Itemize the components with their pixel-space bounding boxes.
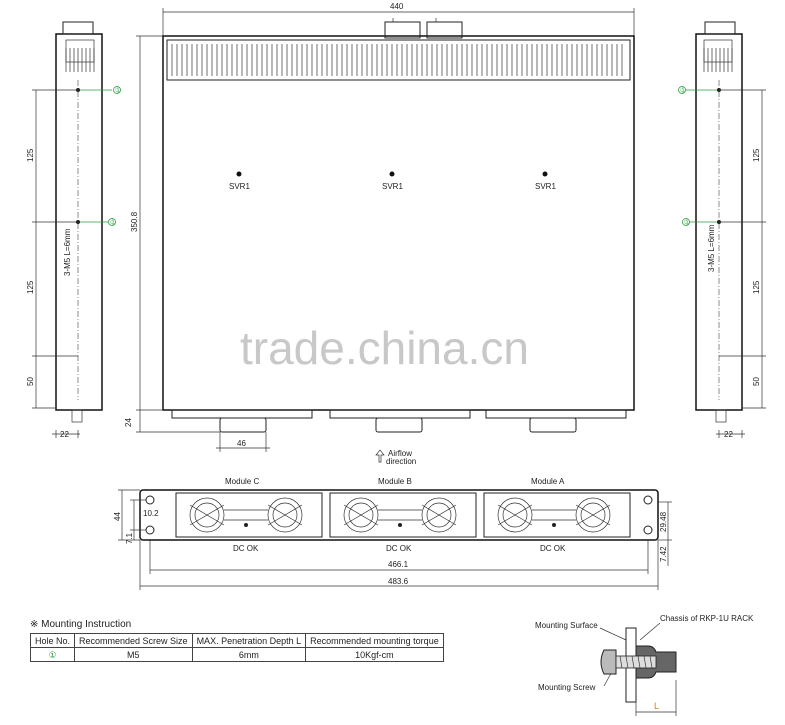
dim-466-1-front: 466.1 xyxy=(388,560,409,569)
dim-22-right: 22 xyxy=(724,430,733,439)
dim-125-right-bottom: 125 xyxy=(752,280,761,294)
dc-ok-label-b: DC OK xyxy=(386,544,412,553)
dc-ok-label-c: DC OK xyxy=(233,544,259,553)
hole-marker-right-2: ① xyxy=(684,219,690,227)
screw-note-right: 3-M5 L=6mm xyxy=(707,224,716,272)
mounting-instruction-title: ※ Mounting Instruction xyxy=(30,619,132,630)
dim-350-8-depth: 350.8 xyxy=(130,211,139,232)
detail-mounting-screw: Mounting Screw xyxy=(538,683,596,692)
mounting-detail: Mounting Surface Chassis of RKP-1U RACK … xyxy=(535,614,754,716)
detail-chassis: Chassis of RKP-1U RACK xyxy=(660,614,754,623)
left-side-view: ① ① 125 125 50 3-M5 L=6mm 22 xyxy=(26,21,121,439)
table-cell-torque: 10Kgf-cm xyxy=(305,647,444,662)
dim-10-2-front: 10.2 xyxy=(143,509,159,518)
dim-483-6-front: 483.6 xyxy=(388,577,409,586)
table-header-row: Hole No. Recommended Screw Size MAX. Pen… xyxy=(29,633,444,648)
svr-label-a: SVR1 xyxy=(535,182,556,191)
table-cell-screw: M5 xyxy=(74,647,193,662)
table-header-cell: Recommended mounting torque xyxy=(305,633,444,648)
dim-440-width: 440 xyxy=(390,2,404,11)
svr-label-b: SVR1 xyxy=(382,182,403,191)
right-side-view: ① ① 125 125 50 3-M5 L=6mm 22 xyxy=(678,21,766,439)
dim-125-right-top: 125 xyxy=(752,148,761,162)
screw-note-left: 3-M5 L=6mm xyxy=(63,228,72,276)
dim-7-42-front: 7.42 xyxy=(659,546,668,562)
detail-l-label: L xyxy=(654,701,659,711)
svr-label-c: SVR1 xyxy=(229,182,250,191)
table-header-cell: MAX. Penetration Depth L xyxy=(191,633,307,648)
dim-7-1-front: 7.1 xyxy=(125,532,134,544)
dim-50-right: 50 xyxy=(752,377,761,386)
table-header-cell: Hole No. xyxy=(29,633,76,648)
dim-125-left-top: 125 xyxy=(26,148,35,162)
module-a-label: Module A xyxy=(531,477,565,486)
dim-125-left-bottom: 125 xyxy=(26,280,35,294)
table-cell-hole: ① xyxy=(29,647,76,662)
dim-29-48-front: 29.48 xyxy=(659,511,668,532)
table-cell-depth: 6mm xyxy=(191,647,307,662)
dim-24-handle: 24 xyxy=(124,418,133,427)
table-row: ① M5 6mm 10Kgf-cm xyxy=(29,647,444,662)
airflow-label-1: Airflow xyxy=(388,449,412,458)
hole-marker-left-2: ① xyxy=(110,219,116,227)
hole-marker-left-1: ① xyxy=(115,87,121,95)
dim-46-handle: 46 xyxy=(237,439,246,448)
mounting-table: Hole No. Recommended Screw Size MAX. Pen… xyxy=(29,633,444,662)
module-c-label: Module C xyxy=(225,477,259,486)
top-view: 440 SVR1 SVR1 SVR1 350.8 24 xyxy=(124,2,635,466)
hole-marker-right-1: ① xyxy=(680,87,686,95)
dc-ok-label-a: DC OK xyxy=(540,544,566,553)
table-header-cell: Recommended Screw Size xyxy=(74,633,193,648)
front-view: Module C Module B Module A DC OK DC xyxy=(113,477,672,590)
airflow-label-2: direction xyxy=(386,457,416,466)
detail-mounting-surface: Mounting Surface xyxy=(535,621,598,630)
dim-50-left: 50 xyxy=(26,377,35,386)
module-b-label: Module B xyxy=(378,477,412,486)
dim-22-left: 22 xyxy=(60,430,69,439)
dim-44-front: 44 xyxy=(113,512,122,521)
watermark-text: trade.china.cn xyxy=(240,322,529,374)
